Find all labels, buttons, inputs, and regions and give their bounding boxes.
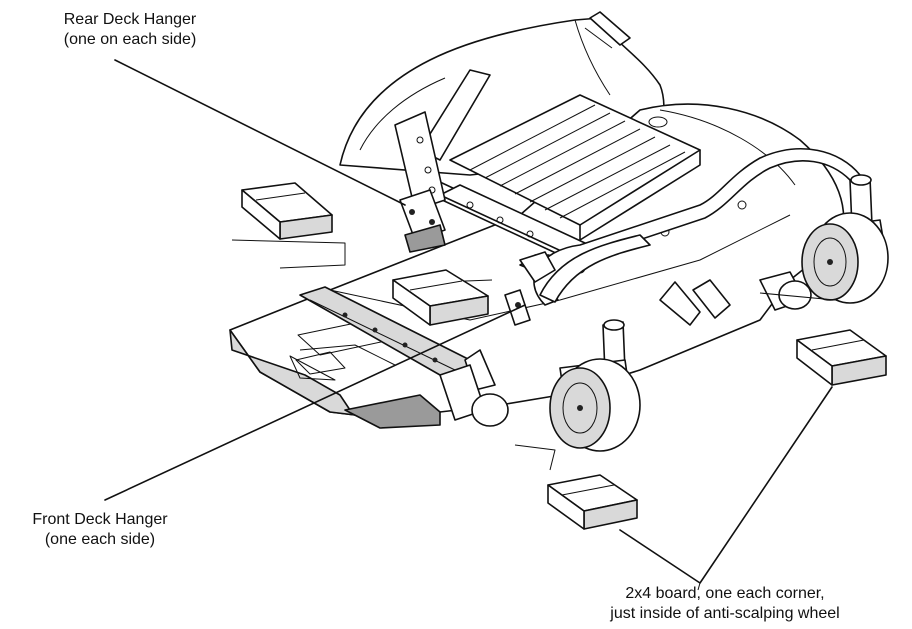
board-right-rear (796, 329, 887, 386)
board-leader (619, 386, 833, 584)
rear-caster-wheel (801, 174, 889, 304)
board-right-front (547, 474, 638, 530)
deck-tabs (464, 279, 731, 391)
board-left-front (392, 269, 489, 326)
board-note: just inside of anti-scalping wheel (610, 605, 840, 622)
control-arm (394, 69, 491, 211)
rear-deck-hanger-label: Rear Deck Hanger (one on each side) (30, 10, 230, 50)
front-hanger-leader (104, 304, 526, 501)
front-deck-hanger-note: (one each side) (44, 531, 156, 548)
front-deck-hanger-label: Front Deck Hanger (one each side) (0, 510, 200, 550)
board-title: 2x4 board, one each corner, (625, 585, 825, 602)
rear-deck-hanger-note: (one on each side) (63, 31, 197, 48)
rear-hanger-leader (114, 59, 406, 206)
leader-lines (104, 59, 833, 591)
board-label: 2x4 board, one each corner, just inside … (545, 584, 905, 624)
seat-platform (449, 94, 701, 241)
front-deck-hanger (299, 251, 556, 383)
rear-deck-hanger-title: Rear Deck Hanger (63, 11, 197, 28)
board-left-rear (241, 182, 333, 240)
front-deck-hanger-title: Front Deck Hanger (32, 511, 168, 528)
deck-end-caps (439, 271, 812, 427)
front-caster-wheel (549, 319, 641, 452)
